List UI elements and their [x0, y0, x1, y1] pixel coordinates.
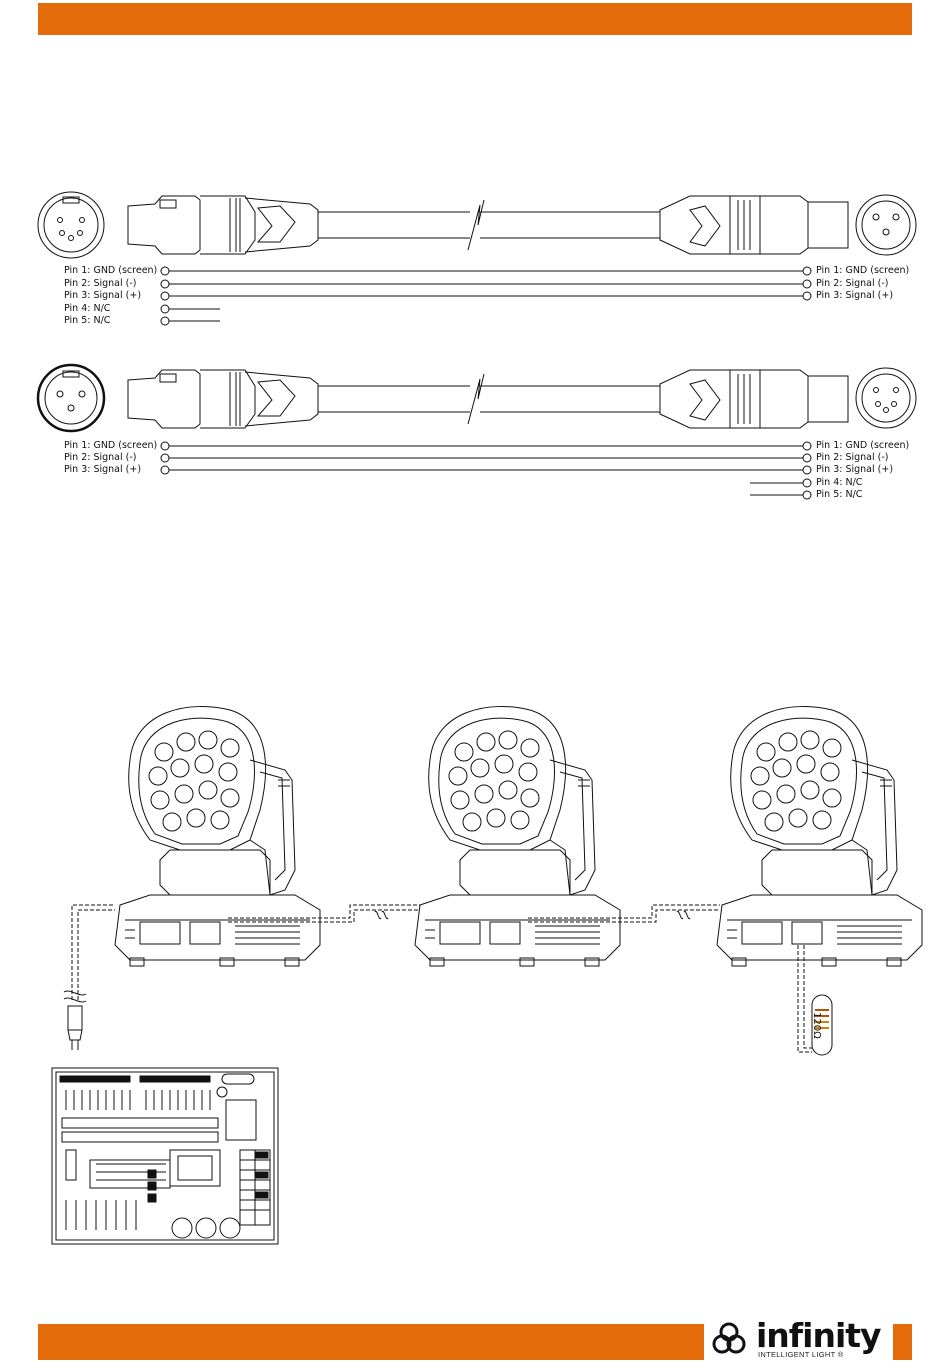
cable2-right-pin-5: Pin 5: N/C	[816, 489, 863, 500]
cable2-left-pin-3: Pin 3: Signal (+)	[64, 464, 142, 475]
cable2-left-pin-2: Pin 2: Signal (-)	[64, 452, 137, 463]
cable1-pin-wires	[160, 266, 812, 326]
chain-break-marks	[63, 910, 691, 1003]
cable2-right-pin-4: Pin 4: N/C	[816, 477, 863, 488]
cable2-left-pin-1: Pin 1: GND (screen)	[64, 440, 158, 451]
cable1-right-pin-1: Pin 1: GND (screen)	[816, 265, 910, 276]
dmx-chain	[71, 904, 812, 1053]
moving-head-2	[414, 706, 621, 967]
cable1-right-plug	[480, 195, 849, 255]
controller-right-buttons	[239, 1149, 271, 1226]
cable1-left-pin-5: Pin 5: N/C	[64, 315, 111, 326]
terminator-label: 120Ω	[811, 1012, 822, 1039]
header-accent-bar	[38, 3, 912, 35]
cable2-pin-wires	[160, 441, 812, 500]
cable2-left-connector-face	[36, 363, 106, 433]
moving-head-3	[716, 706, 923, 967]
cable2-right-connector-face	[855, 367, 917, 429]
cable1-left-connector-face	[37, 191, 105, 259]
controller-faders-top	[65, 1090, 211, 1110]
logo-wordmark: infinity	[756, 1316, 882, 1355]
logo-tagline: INTELLIGENT LIGHT ®	[758, 1350, 844, 1359]
cable1-left-pin-3: Pin 3: Signal (+)	[64, 290, 142, 301]
cable1-left-pin-4: Pin 4: N/C	[64, 303, 111, 314]
controller-xlr-plug	[67, 1005, 83, 1050]
cable1-right-connector-face	[855, 194, 917, 256]
cable1-left-pin-1: Pin 1: GND (screen)	[64, 265, 158, 276]
footer-accent-bar	[38, 1324, 704, 1360]
cable2-right-pin-2: Pin 2: Signal (-)	[816, 452, 889, 463]
controller-faders-bottom	[65, 1200, 137, 1230]
moving-head-1	[114, 706, 321, 967]
cable2-break-mark	[467, 373, 485, 425]
cable2-left-plug	[127, 369, 470, 429]
cable1-left-plug	[127, 195, 470, 255]
cable2-right-plug	[480, 369, 849, 429]
dmx-terminator	[811, 994, 833, 1056]
cable1-drawing	[37, 191, 917, 326]
cable2-drawing	[36, 363, 917, 500]
cable1-right-pin-2: Pin 2: Signal (-)	[816, 278, 889, 289]
footer-accent-tab	[893, 1324, 912, 1360]
cable1-right-pin-3: Pin 3: Signal (+)	[816, 290, 894, 301]
cable1-break-mark	[467, 199, 485, 251]
cable2-right-pin-3: Pin 3: Signal (+)	[816, 464, 894, 475]
infinity-logo-mark	[712, 1322, 746, 1354]
cable2-right-pin-1: Pin 1: GND (screen)	[816, 440, 910, 451]
cable1-left-pin-2: Pin 2: Signal (-)	[64, 278, 137, 289]
dmx-controller	[51, 1067, 279, 1245]
